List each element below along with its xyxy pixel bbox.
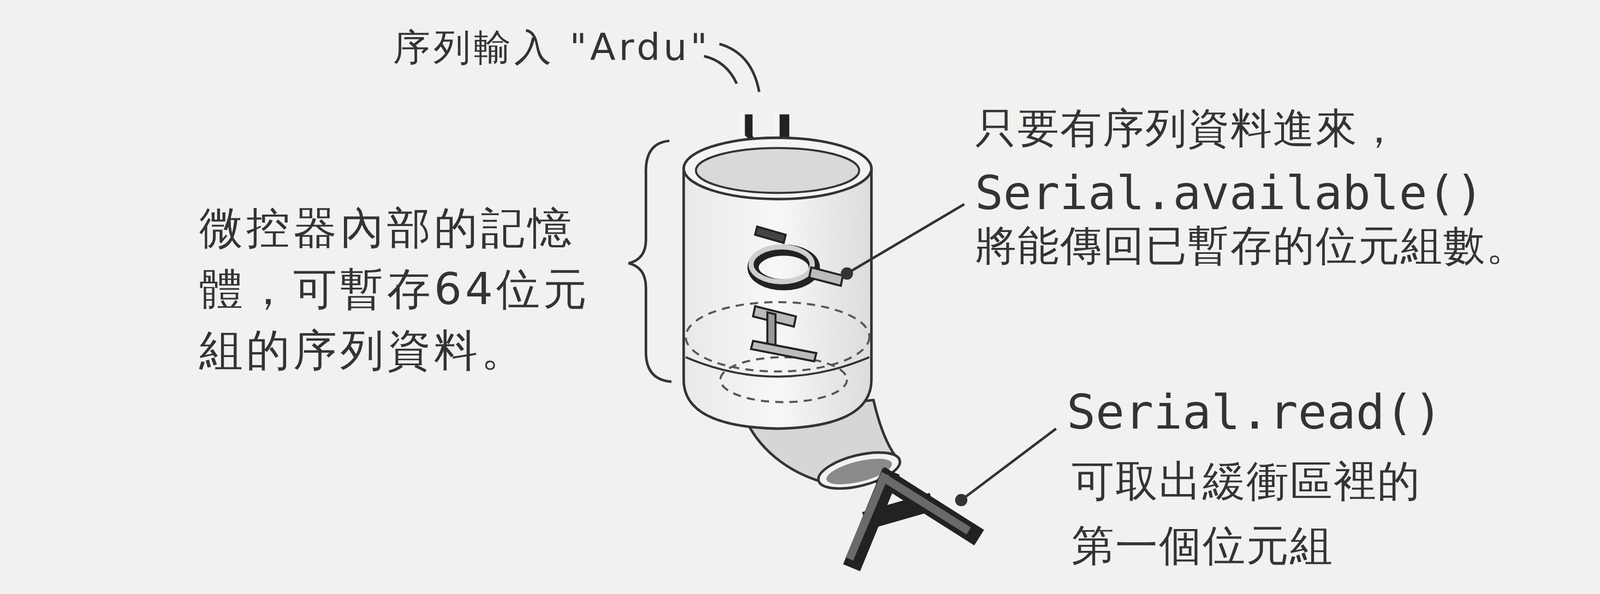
leader-line [846, 204, 965, 274]
bracket [628, 140, 672, 382]
letter-d [751, 246, 813, 282]
buffer-band [685, 357, 870, 377]
leader-dot [955, 494, 968, 507]
read-note: 可取出緩衝區裡的 第一個位元組 [1071, 448, 1454, 578]
leader-dot [840, 267, 853, 280]
buffer-rim [683, 137, 872, 199]
letter-a [851, 477, 966, 556]
function-name: Serial.available() [974, 165, 1484, 220]
buffer-body [683, 168, 872, 429]
dashed-level [685, 301, 870, 372]
input-label: 序列輸入 "Ardu" [393, 22, 711, 73]
input-arc [719, 43, 760, 92]
letter-r [767, 312, 776, 348]
leader-line [961, 428, 1057, 501]
letter-r [751, 340, 817, 361]
function-name: Serial.read() [1066, 384, 1443, 440]
dashed-level [720, 357, 848, 402]
available-note: 將能傳回已暫存的位元組數。 [974, 220, 1529, 271]
letter-d [809, 267, 843, 287]
buffer-note: 微控器內部的記憶 體，可暫存64位元 組的序列資料。 [199, 197, 604, 382]
buffer-opening [696, 147, 860, 193]
letter-d [754, 226, 786, 243]
available-note: 只要有序列資料進來， [974, 103, 1401, 154]
